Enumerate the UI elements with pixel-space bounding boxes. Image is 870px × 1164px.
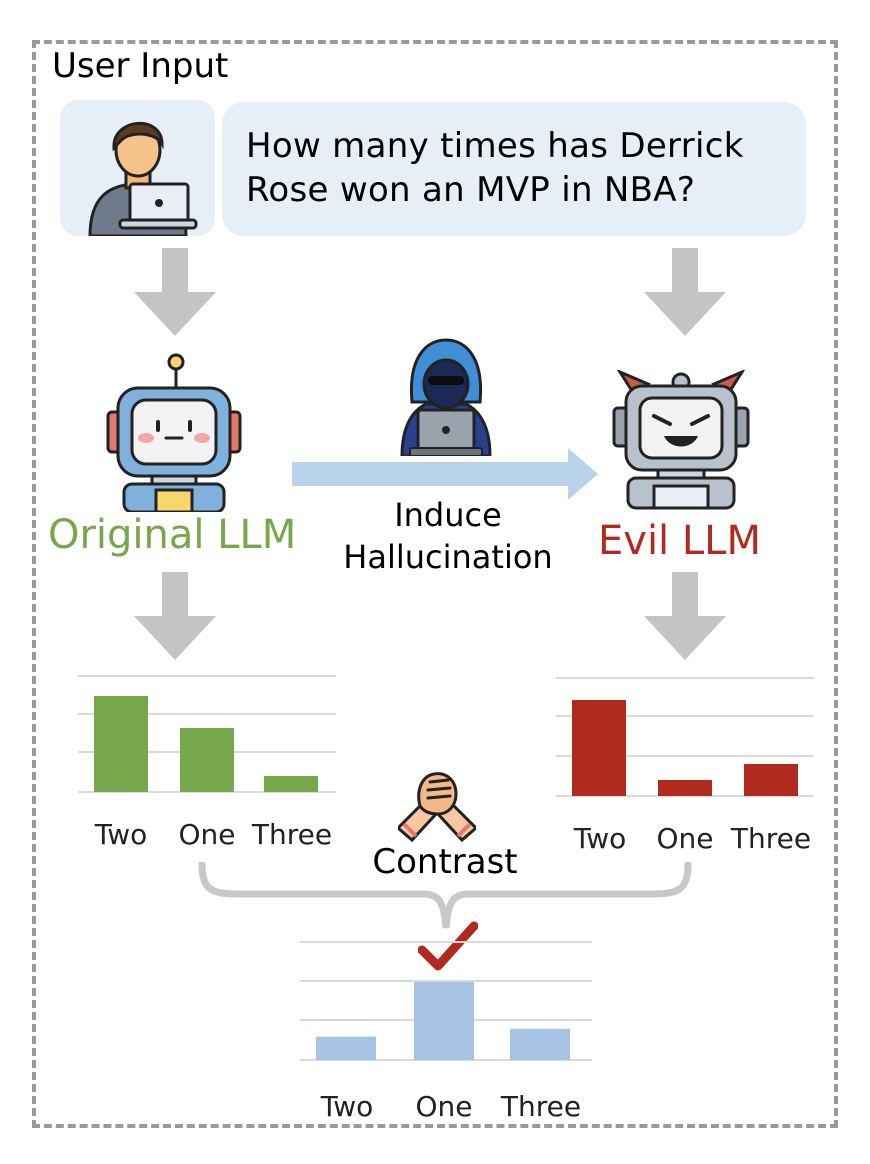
hacker-icon [396,338,496,456]
panel-title: User Input [52,46,228,86]
tick-label-one: One [178,818,235,851]
robot-icon [104,350,244,512]
user-avatar-box [60,100,215,236]
tick-label-one: One [656,822,713,855]
evil-bar-chart [556,676,814,800]
bar-one [180,728,234,792]
bar-three [744,764,798,796]
evil-llm-label: Evil LLM [598,518,761,564]
induce-label-line-1: Induce [318,494,578,536]
bar-three [264,776,318,792]
evil-robot-icon [612,370,750,512]
question-line-1: How many times has Derrick [246,124,782,168]
bar-two [94,696,148,792]
bar-two [572,700,626,796]
down-arrow-icon [132,248,218,338]
tick-label-two: Two [574,822,627,855]
contrast-bar-chart [300,940,592,1064]
question-line-2: Rose won an MVP in NBA? [246,168,782,212]
induce-label-line-2: Hallucination [318,536,578,578]
tick-label-three: Three [252,818,332,851]
tick-label-two: Two [321,1090,374,1123]
bar-one [658,780,712,796]
original-llm-label: Original LLM [48,512,296,558]
tick-label-three: Three [731,822,811,855]
original-bar-chart [78,674,336,796]
user-with-laptop-icon [60,100,215,236]
down-arrow-icon [642,572,728,662]
tick-label-one: One [415,1090,472,1123]
down-arrow-icon [132,572,218,662]
down-arrow-icon [642,248,728,338]
arm-wrestling-icon [398,766,476,844]
question-bubble: How many times has Derrick Rose won an M… [222,102,806,236]
tick-label-three: Three [501,1090,581,1123]
bar-one [414,982,474,1060]
induce-hallucination-label: Induce Hallucination [318,494,578,578]
bar-two [316,1037,376,1060]
bar-three [510,1029,570,1060]
tick-label-two: Two [95,818,148,851]
